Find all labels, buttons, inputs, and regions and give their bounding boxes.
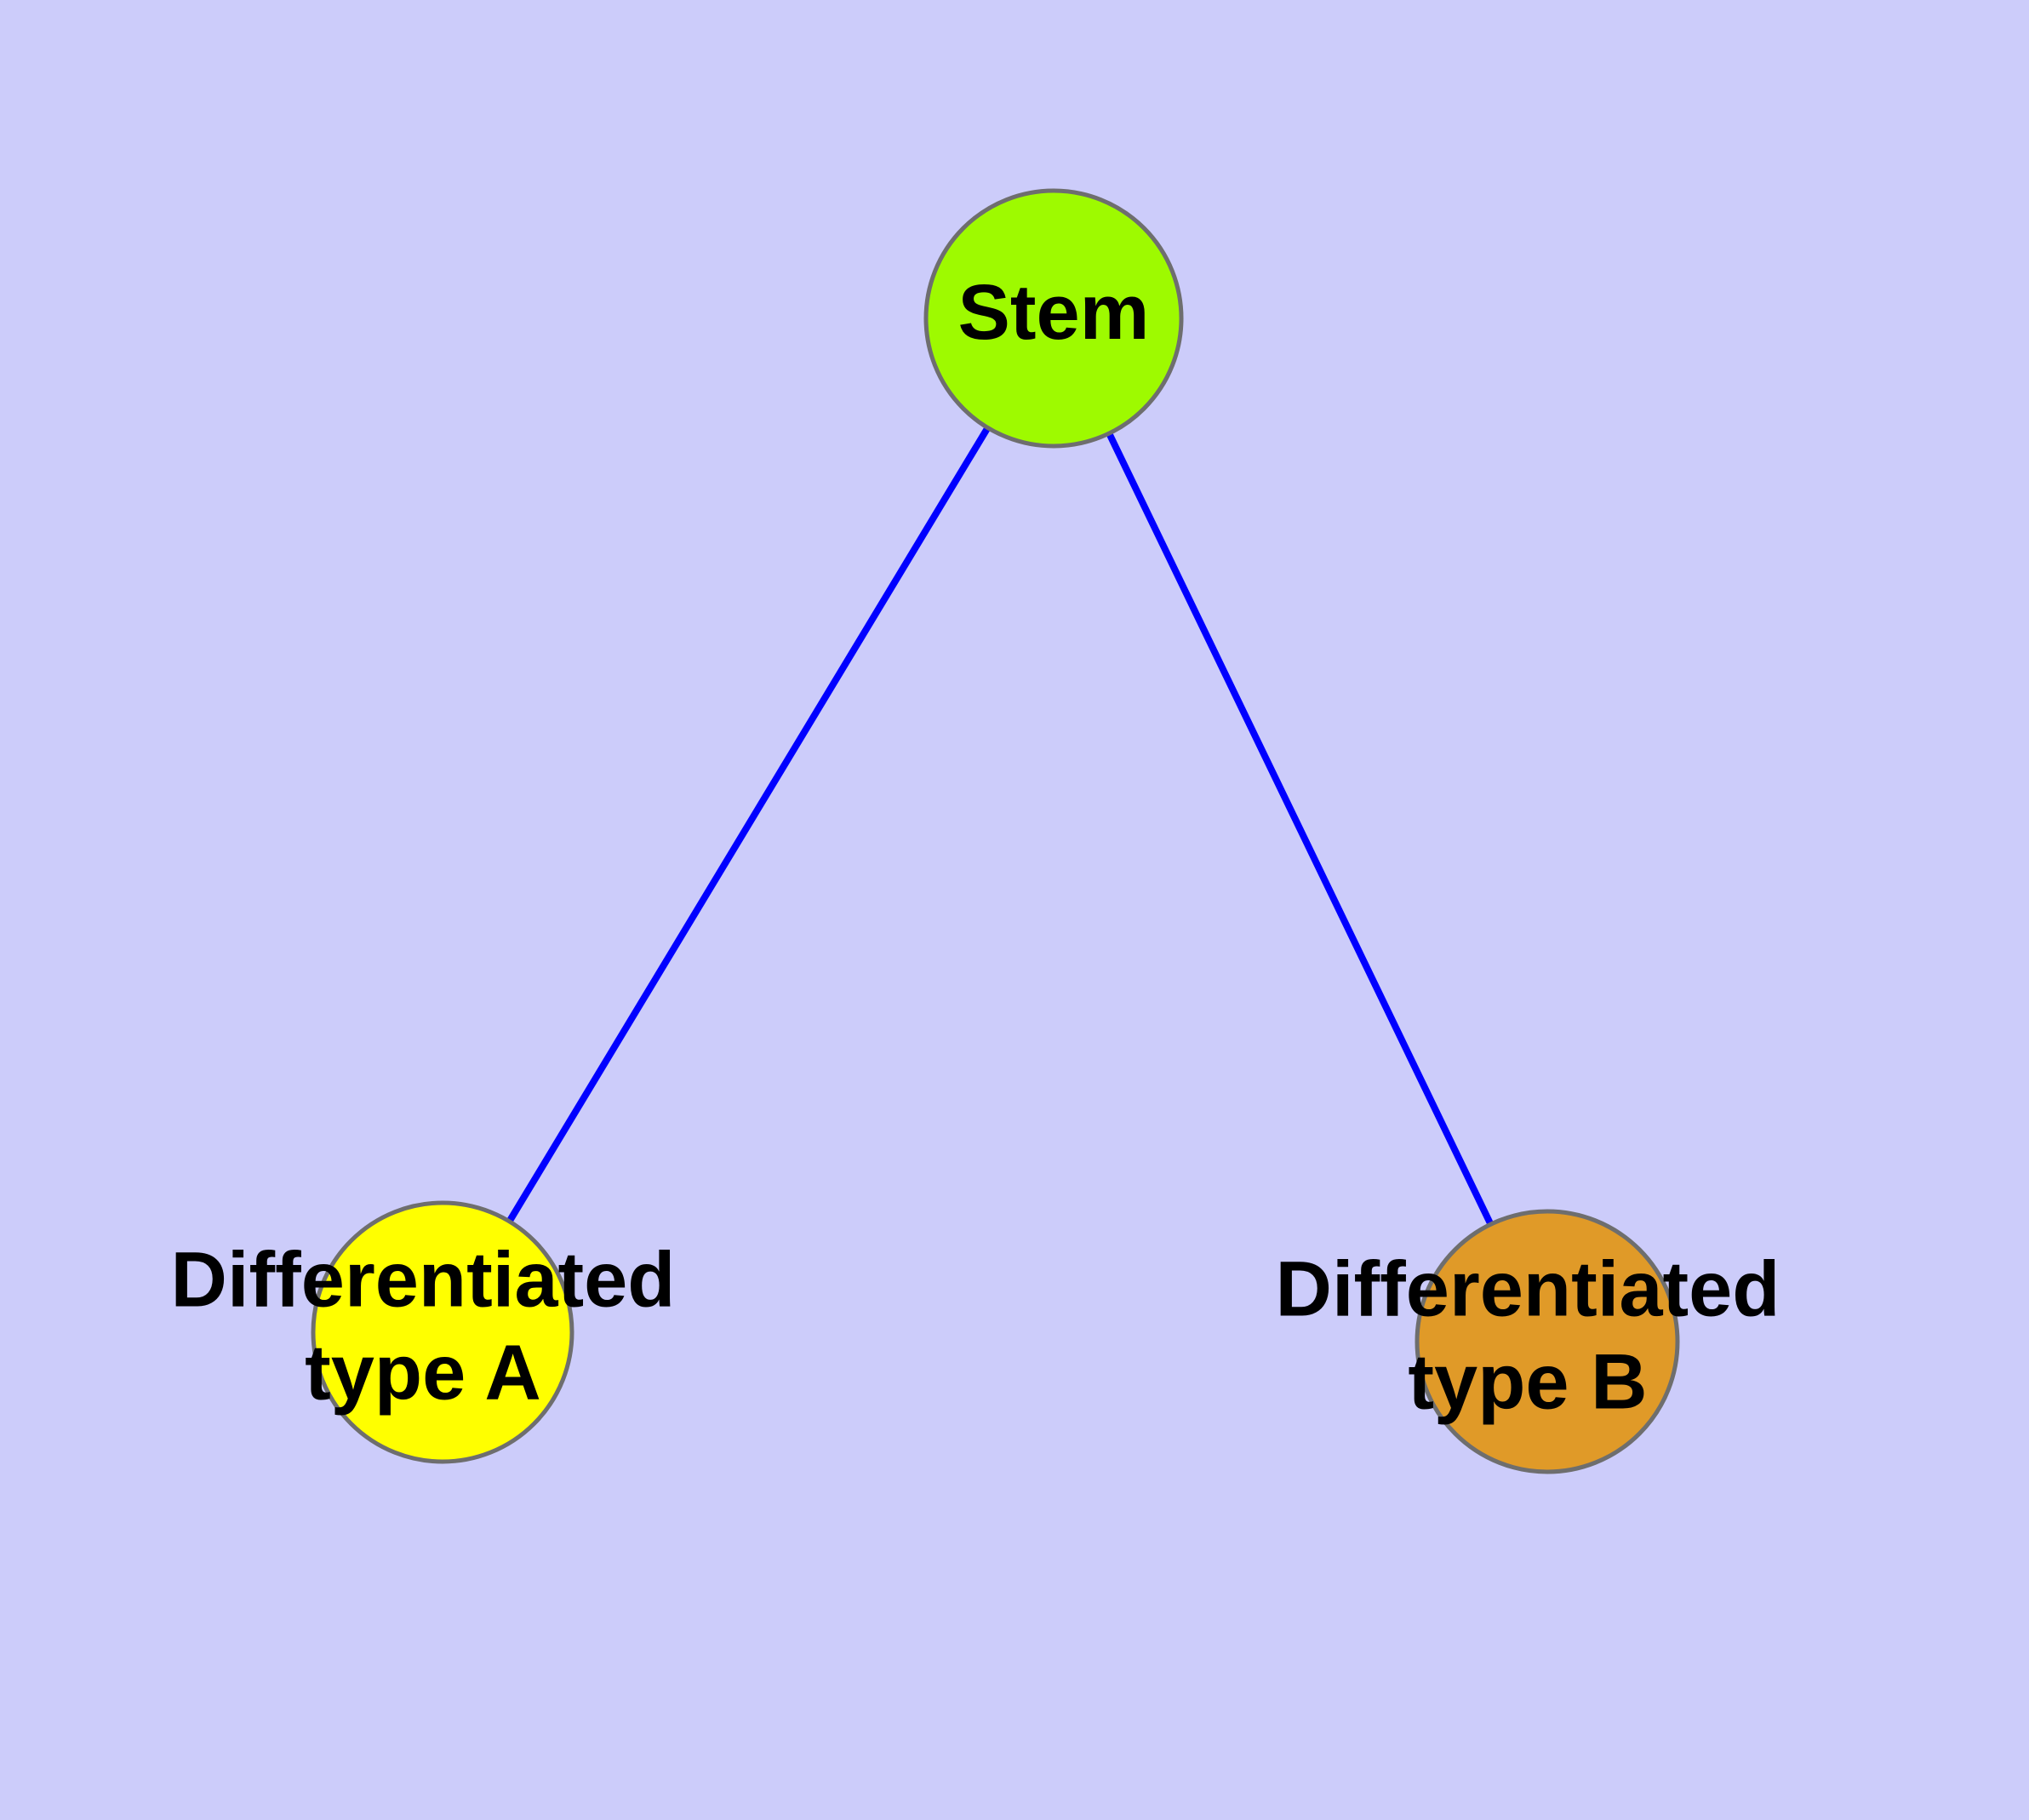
label-line: Stem — [958, 269, 1150, 356]
graph-node-diff_a[interactable] — [311, 1200, 574, 1464]
graph-edge-stem-diff_a — [504, 422, 993, 1227]
graph-node-stem[interactable] — [923, 188, 1184, 449]
label-line: Differentiated — [1276, 1246, 1780, 1333]
graph-node-label-stem: Stem — [958, 269, 1150, 356]
label-line: type B — [1408, 1339, 1647, 1426]
nodes-layer — [311, 188, 1680, 1474]
graph-node-diff_b[interactable] — [1415, 1209, 1680, 1474]
edges-layer — [504, 422, 1495, 1229]
graph-edge-stem-diff_b — [1104, 428, 1495, 1229]
label-line: type A — [305, 1330, 541, 1417]
label-line: Differentiated — [171, 1237, 676, 1324]
